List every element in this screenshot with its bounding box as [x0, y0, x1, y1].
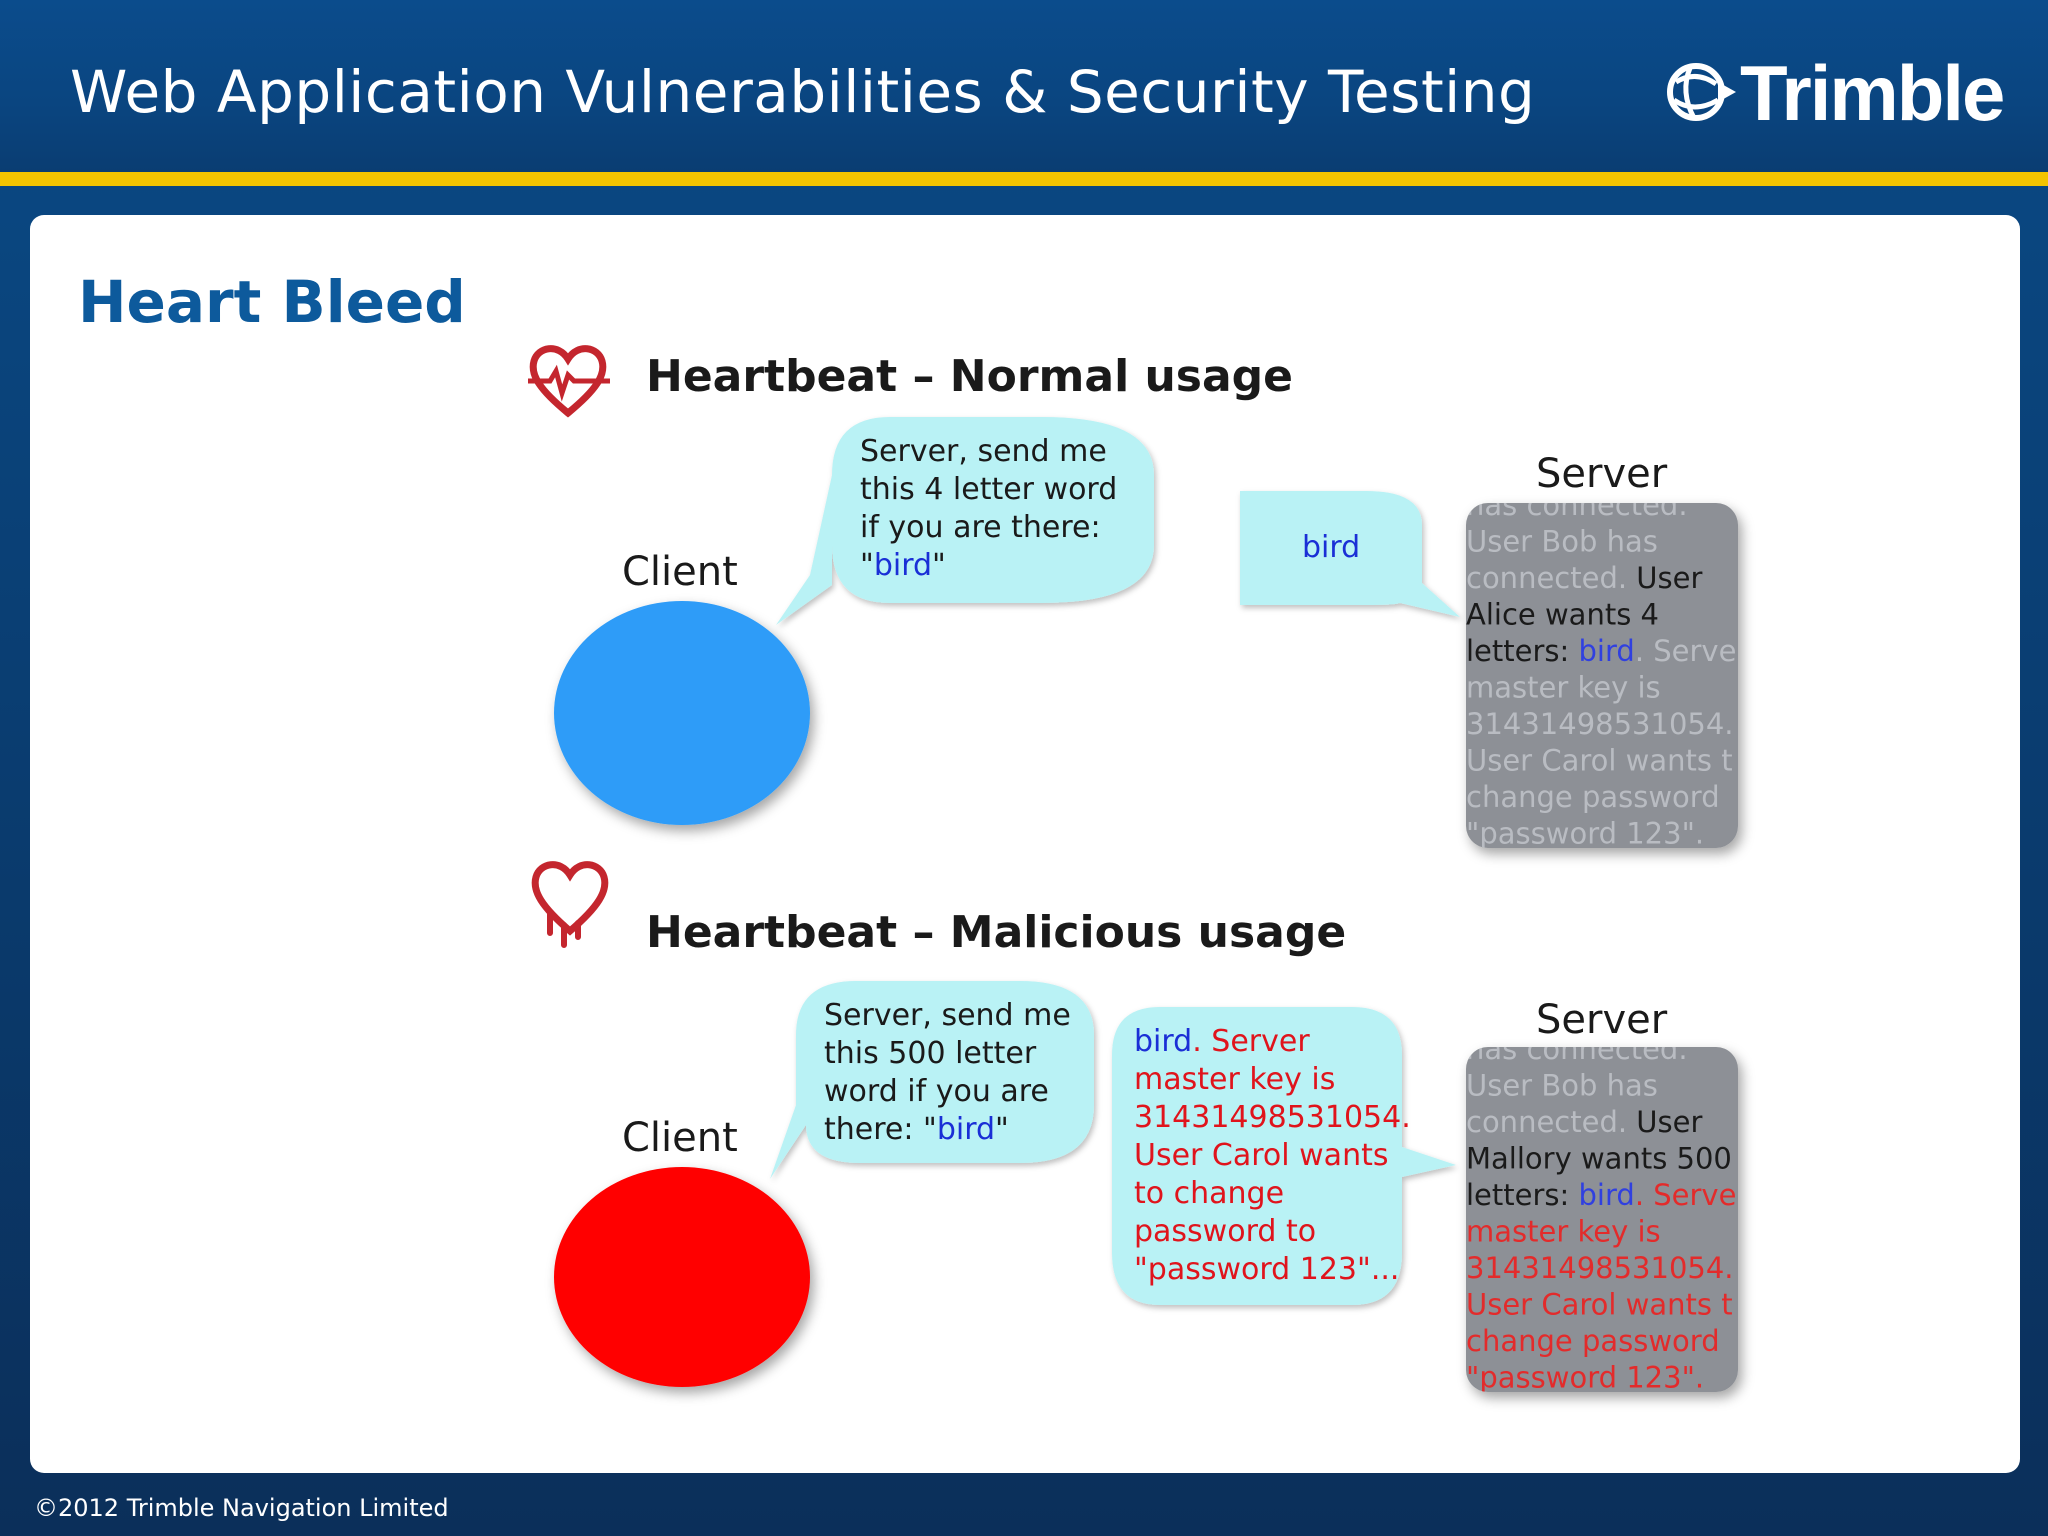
memory-line: User Bob has: [1466, 1069, 1658, 1103]
memory-line: Alice wants 4: [1466, 598, 1659, 632]
server-label: Server: [1536, 997, 1668, 1043]
memory-line: master key is: [1466, 671, 1661, 705]
request-line-2: this 4 letter word: [860, 472, 1117, 507]
memory-line: connected. User: [1466, 561, 1702, 595]
heartbeat-normal-section: Heartbeat – Normal usage Client Server, …: [528, 345, 1738, 851]
logo-wordmark: Trimble: [1740, 49, 2005, 137]
client-normal-node: [554, 601, 810, 825]
client-label: Client: [622, 549, 738, 595]
client-label: Client: [622, 1115, 738, 1161]
malicious-request-line-2: this 500 letter: [824, 1036, 1037, 1071]
malicious-response-line-2: master key is: [1134, 1062, 1335, 1097]
response-word: bird: [1302, 530, 1360, 565]
slide-title: Web Application Vulnerabilities & Securi…: [70, 58, 1536, 126]
malicious-response-bubble: bird. Server master key is 3143149853105…: [1112, 1007, 1456, 1305]
memory-line: 31431498531054.: [1466, 707, 1734, 741]
memory-line: letters: bird. Serve: [1466, 1178, 1736, 1212]
request-line-3: if you are there:: [860, 510, 1101, 545]
malicious-usage-title: Heartbeat – Malicious usage: [646, 907, 1346, 958]
memory-line: connected. User: [1466, 1105, 1702, 1139]
malicious-response-line-6: password to: [1134, 1214, 1316, 1249]
server-label: Server: [1536, 451, 1668, 497]
heartbeat-malicious-section: Heartbeat – Malicious usage Client Serve…: [531, 861, 1738, 1395]
heartbeat-heart-icon: [528, 345, 610, 418]
memory-line: "password 123".: [1466, 817, 1704, 851]
malicious-response-line-5: to change: [1134, 1176, 1284, 1211]
accent-stripe: [0, 172, 2048, 186]
section-heading: Heart Bleed: [78, 268, 466, 336]
malicious-response-line-7: "password 123"...: [1134, 1252, 1399, 1287]
heartbleed-diagram: Heartbeat – Normal usage Client Server, …: [528, 345, 1738, 1395]
memory-line: User Carol wants t: [1466, 744, 1733, 778]
memory-line: change password: [1466, 780, 1720, 814]
memory-line: User Bob has: [1466, 525, 1658, 559]
memory-line: Mallory wants 500: [1466, 1142, 1732, 1176]
header-bar: [0, 0, 2048, 172]
trimble-logo: Trimble: [1660, 48, 2005, 138]
memory-line: 31431498531054.: [1466, 1251, 1734, 1285]
memory-line: has connected.: [1466, 1032, 1688, 1066]
malicious-request-line-1: Server, send me: [824, 998, 1071, 1033]
memory-line: letters: bird. Serve: [1466, 634, 1736, 668]
malicious-response-line-4: User Carol wants: [1134, 1138, 1388, 1173]
globe-logo-icon: [1667, 63, 1736, 121]
memory-line: "password 123".: [1466, 1361, 1704, 1395]
malicious-request-bubble: Server, send me this 500 letter word if …: [770, 981, 1094, 1179]
memory-line: master key is: [1466, 1215, 1661, 1249]
client-malicious-node: [554, 1167, 810, 1387]
copyright-footer: ©2012 Trimble Navigation Limited: [34, 1494, 449, 1522]
memory-line: has connected.: [1466, 488, 1688, 522]
request-bubble: Server, send me this 4 letter word if yo…: [776, 417, 1154, 625]
normal-usage-title: Heartbeat – Normal usage: [646, 351, 1293, 402]
malicious-request-line-4: there: "bird": [824, 1112, 1009, 1147]
bleeding-heart-icon: [531, 861, 609, 948]
malicious-request-line-3: word if you are: [824, 1074, 1049, 1109]
malicious-response-line-3: 31431498531054.: [1134, 1100, 1411, 1135]
response-bubble: bird: [1240, 491, 1460, 617]
memory-line: User Carol wants t: [1466, 1288, 1733, 1322]
memory-line: change password: [1466, 1324, 1720, 1358]
request-line-1: Server, send me: [860, 434, 1107, 469]
request-line-4: "bird": [860, 548, 946, 583]
malicious-response-line-1: bird. Server: [1134, 1024, 1310, 1059]
